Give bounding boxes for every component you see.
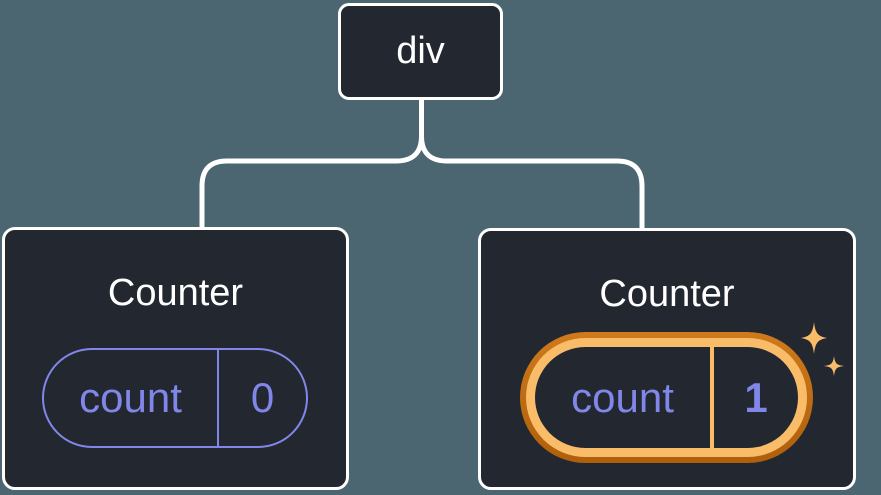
counter-title: Counter	[599, 273, 735, 315]
pill-gold-ring: count 1	[526, 338, 807, 457]
state-value: 0	[250, 374, 275, 421]
state-key-label: count	[571, 373, 674, 421]
state-pill: count 0	[42, 348, 308, 448]
state-key-label: count	[79, 374, 182, 421]
counter-node-left: Counter count 0	[2, 227, 349, 490]
highlighted-state-pill: count 1	[520, 332, 813, 463]
connector-right-branch	[419, 100, 645, 232]
state-value: 1	[744, 373, 768, 421]
connector-left-branch	[199, 100, 424, 230]
pill-divider	[710, 347, 714, 448]
pill-interior: count 1	[535, 347, 798, 448]
root-node-label: div	[396, 30, 445, 72]
counter-title: Counter	[107, 272, 244, 314]
root-node: div	[338, 3, 503, 100]
counter-node-right: Counter count 1	[478, 228, 856, 490]
pill-divider	[217, 350, 219, 446]
